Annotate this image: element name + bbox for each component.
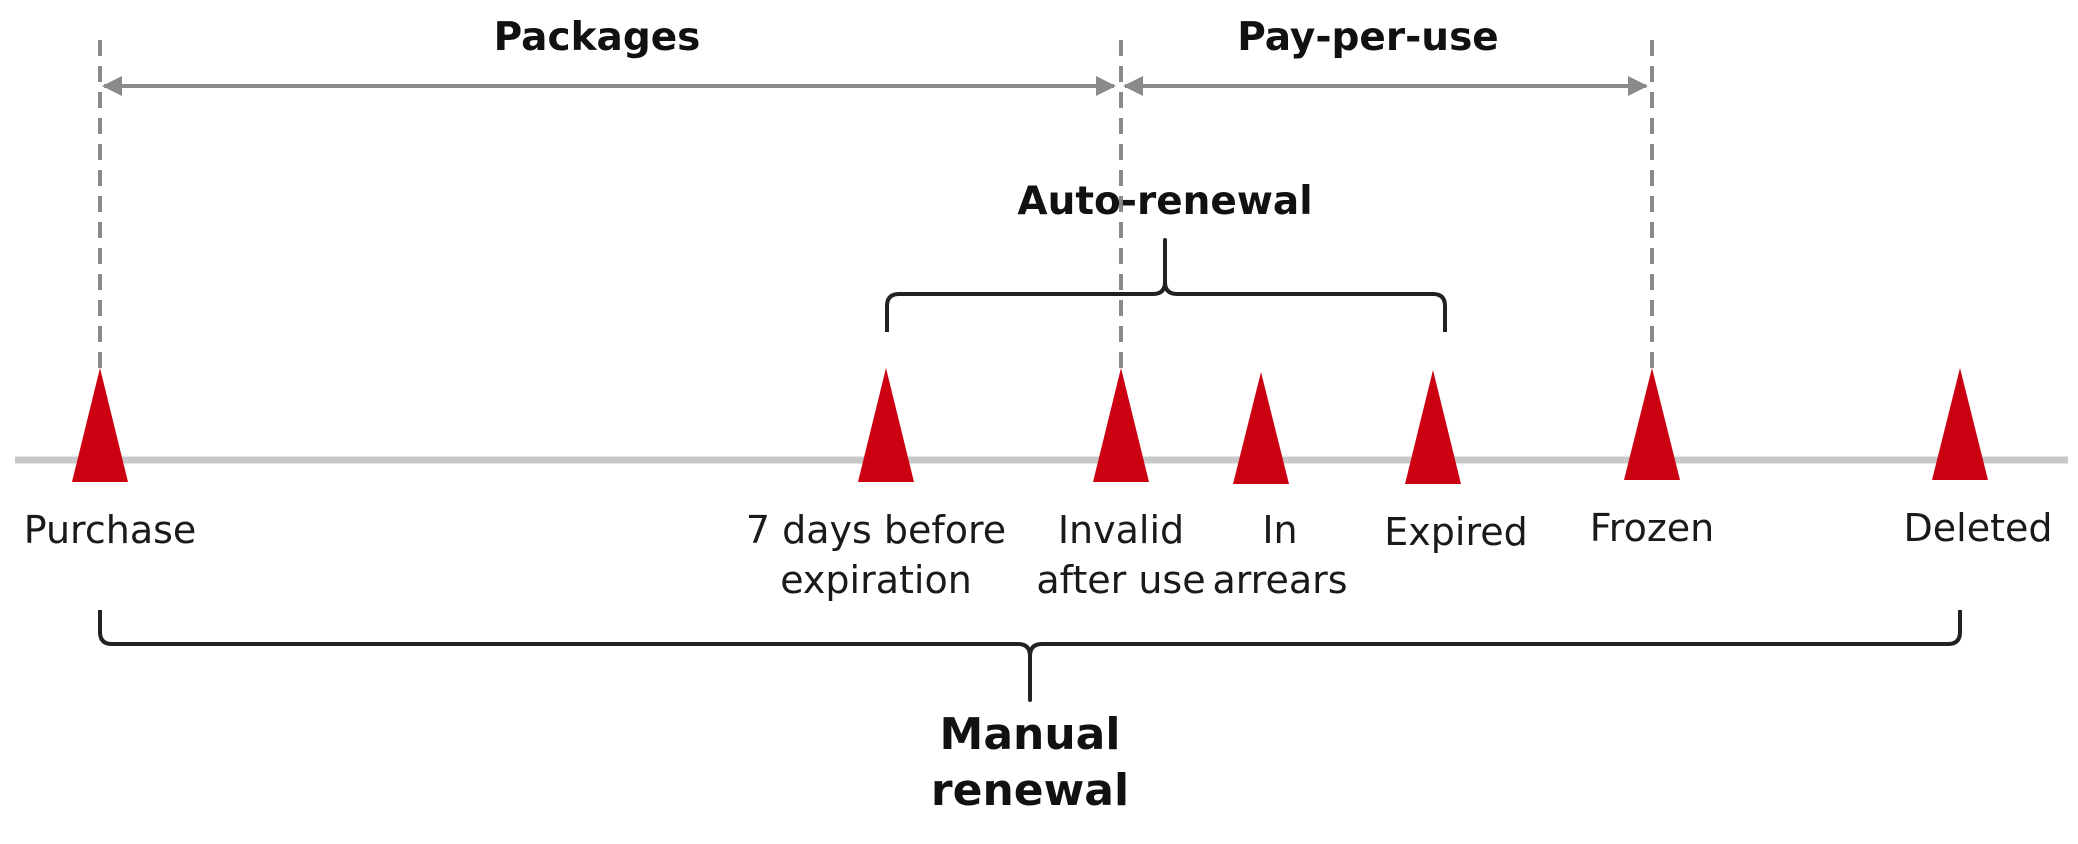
deleted-marker bbox=[1932, 368, 1988, 480]
seven-days-label-line2: expiration bbox=[780, 558, 972, 602]
deleted-label: Deleted bbox=[1903, 506, 2053, 550]
arrears-label-line2: arrears bbox=[1212, 558, 1348, 602]
auto-renewal-label: Auto-renewal bbox=[1017, 179, 1313, 224]
arrears-label-line1: In bbox=[1262, 508, 1298, 552]
manual-renewal-label-line2: renewal bbox=[930, 765, 1130, 816]
expired-marker bbox=[1405, 370, 1461, 484]
invalid-marker bbox=[1093, 368, 1149, 482]
expired-label: Expired bbox=[1384, 510, 1528, 554]
frozen-label: Frozen bbox=[1589, 506, 1715, 550]
packages-label: Packages bbox=[493, 15, 701, 60]
pay-per-use-label: Pay-per-use bbox=[1237, 15, 1499, 60]
seven-days-label-line1: 7 days before bbox=[745, 508, 1007, 552]
invalid-label-line2: after use bbox=[1036, 558, 1206, 602]
manual-renewal-brace bbox=[98, 610, 1962, 702]
frozen-marker bbox=[1624, 368, 1680, 480]
auto-renewal-brace bbox=[885, 238, 1447, 332]
purchase-marker bbox=[72, 368, 128, 482]
seven-days-marker bbox=[858, 368, 914, 482]
arrears-marker bbox=[1233, 372, 1289, 484]
invalid-label-line1: Invalid bbox=[1057, 508, 1185, 552]
purchase-label: Purchase bbox=[23, 508, 197, 552]
manual-renewal-label-line1: Manual bbox=[939, 709, 1121, 760]
